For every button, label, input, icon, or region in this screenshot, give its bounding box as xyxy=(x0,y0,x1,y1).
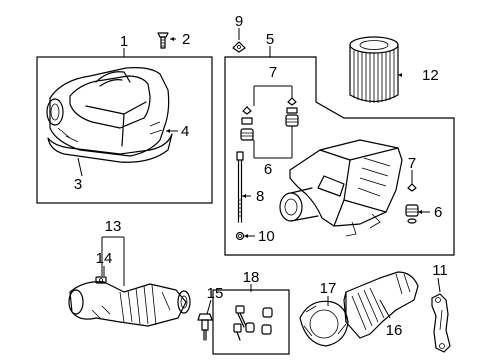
callout-18: 18 xyxy=(243,269,260,286)
air-filter-element xyxy=(349,36,399,103)
hose-clamp xyxy=(95,276,107,284)
air-temperature-sensor xyxy=(197,313,213,341)
callout-17: 17 xyxy=(320,280,337,297)
mounting-stud xyxy=(235,151,245,241)
air-cleaner-cover xyxy=(46,67,170,157)
mounting-bracket xyxy=(431,293,451,353)
hardware-kit xyxy=(233,305,273,341)
callout-labels: 1 2 3 4 9 5 7 6 7 8 10 6 12 13 14 11 16 … xyxy=(74,13,448,339)
callout-7-side: 7 xyxy=(408,155,416,172)
callout-15: 15 xyxy=(207,285,224,302)
callout-9: 9 xyxy=(235,13,243,30)
callout-2: 2 xyxy=(182,31,190,48)
grommet-set-right xyxy=(285,97,299,127)
callout-8: 8 xyxy=(256,188,264,205)
callout-1: 1 xyxy=(120,33,128,50)
air-cleaner-housing-group-box xyxy=(224,56,455,256)
callout-4: 4 xyxy=(181,123,189,140)
callout-14: 14 xyxy=(96,250,113,267)
callout-6-side: 6 xyxy=(434,204,442,221)
resonator-coupler xyxy=(299,300,349,347)
callout-7-top: 7 xyxy=(269,64,277,81)
grommet-set-left xyxy=(240,106,254,141)
callout-13: 13 xyxy=(105,218,122,235)
callout-11: 11 xyxy=(432,262,448,279)
arrowheads xyxy=(166,37,422,238)
callout-3: 3 xyxy=(74,176,82,193)
grommet-set-side xyxy=(405,183,419,224)
air-cleaner-housing xyxy=(279,139,403,237)
air-inlet-duct xyxy=(343,271,419,339)
hardware-kit-group-box xyxy=(212,289,290,355)
callout-16: 16 xyxy=(386,322,403,339)
callout-12: 12 xyxy=(422,67,439,84)
callout-5: 5 xyxy=(266,31,274,48)
cover-gasket xyxy=(47,133,173,163)
intake-duct xyxy=(68,281,191,327)
callout-10: 10 xyxy=(258,228,275,245)
bolt xyxy=(157,32,169,49)
clip xyxy=(232,41,246,53)
callout-6-left: 6 xyxy=(264,161,272,178)
